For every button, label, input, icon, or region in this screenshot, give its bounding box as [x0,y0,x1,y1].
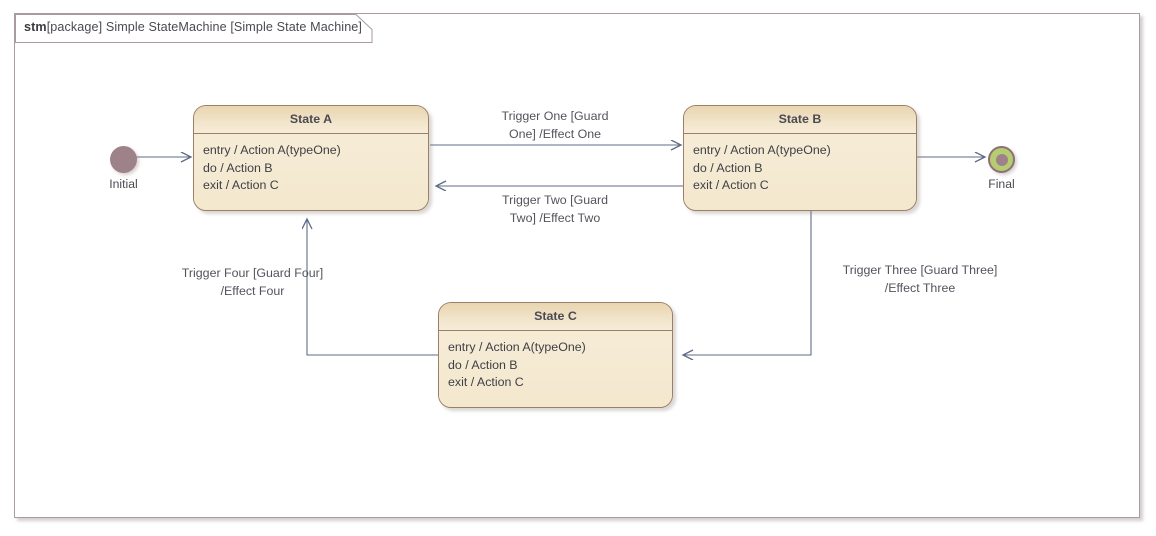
state-b-behavior-do: do / Action B [693,160,763,175]
state-node-state-b[interactable]: State B entry / Action A(typeOne) do / A… [683,105,917,211]
state-c-body: entry / Action A(typeOne) do / Action B … [439,331,672,407]
state-a-body: entry / Action A(typeOne) do / Action B … [194,134,428,210]
state-c-behavior-entry: entry / Action A(typeOne) [448,340,586,354]
state-a-behavior-do: do / Action B [203,160,273,175]
frame-tab-shape [15,14,373,43]
state-b-behavior-entry: entry / Action A(typeOne) [693,143,831,157]
transition-trigger-three[interactable] [683,210,812,355]
initial-node[interactable]: Initial [96,146,151,191]
initial-node-label: Initial [109,177,138,191]
transition-label-trigger-four: Trigger Four [Guard Four] /Effect Four [181,266,324,298]
state-b-behavior-exit: exit / Action C [693,178,769,192]
transition-label-trigger-two: Trigger Two [Guard Two] /Effect Two [501,193,609,225]
state-a-behavior-entry: entry / Action A(typeOne) [203,143,341,157]
state-a-title: State A [194,106,428,134]
frame-header-tab: stm[package] Simple StateMachine [Simple… [15,14,375,43]
state-c-behavior-do: do / Action B [448,357,518,372]
state-node-state-c[interactable]: State C entry / Action A(typeOne) do / A… [438,302,673,408]
initial-node-dot [110,146,137,173]
state-node-state-a[interactable]: State A entry / Action A(typeOne) do / A… [193,105,429,211]
state-c-title: State C [439,303,672,331]
diagram-frame: stm[package] Simple StateMachine [Simple… [14,13,1140,518]
state-a-behavior-exit: exit / Action C [203,178,279,192]
frame-keyword: stm [24,20,47,34]
final-node[interactable]: Final [974,146,1029,191]
state-c-behavior-exit: exit / Action C [448,375,524,389]
state-b-title: State B [684,106,916,134]
final-node-ring [988,146,1015,173]
transition-label-trigger-three: Trigger Three [Guard Three] /Effect Thre… [842,263,998,295]
transition-label-trigger-one: Trigger One [Guard One] /Effect One [501,109,609,141]
frame-title: stm[package] Simple StateMachine [Simple… [24,20,362,34]
final-node-label: Final [988,177,1015,191]
state-b-body: entry / Action A(typeOne) do / Action B … [684,134,916,210]
frame-qualifier: [package] Simple StateMachine [Simple St… [46,20,363,34]
final-node-dot [995,153,1008,166]
